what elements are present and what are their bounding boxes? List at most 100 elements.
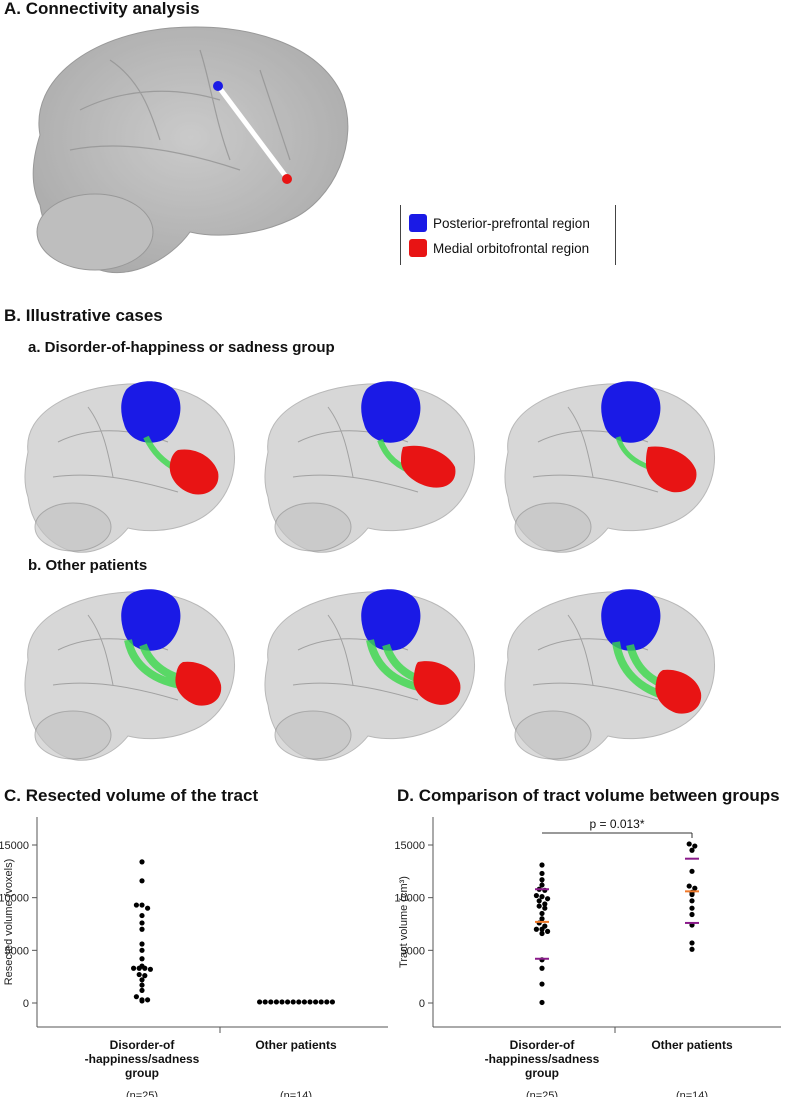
data-point: [136, 965, 142, 971]
data-point: [285, 999, 291, 1005]
data-point: [539, 862, 545, 868]
data-point: [139, 987, 145, 993]
panel-b-title: B. Illustrative cases: [4, 306, 163, 325]
data-point: [539, 910, 545, 917]
data-point: [139, 878, 145, 884]
data-point: [545, 896, 551, 902]
data-point: [139, 956, 145, 962]
data-point: [539, 916, 545, 922]
category-label: group: [525, 1066, 559, 1080]
data-point: [139, 912, 145, 919]
connection-line: [216, 84, 289, 180]
data-point: [686, 883, 692, 889]
data-point: [689, 905, 695, 911]
data-point: [139, 947, 145, 953]
data-point: [139, 941, 145, 947]
data-point: [139, 859, 145, 865]
data-point: [296, 999, 302, 1005]
data-point: [545, 928, 551, 934]
data-point: [145, 997, 151, 1003]
data-point: [133, 994, 139, 1000]
data-point: [139, 926, 145, 932]
brain-large: [32, 26, 349, 274]
brain-connectivity-illustration: [32, 26, 349, 274]
y-tick-label: 10000: [0, 893, 29, 905]
data-point: [539, 894, 545, 900]
y-tick-label: 10000: [395, 893, 425, 905]
data-point: [133, 902, 139, 908]
data-point: [279, 999, 285, 1005]
medial-orbitofrontal-node: [282, 174, 292, 184]
data-point: [268, 999, 274, 1005]
data-point: [307, 999, 313, 1005]
data-point: [539, 930, 545, 937]
y-tick-label: 5000: [401, 945, 425, 957]
illustrative-cases: [24, 381, 716, 761]
y-axis-label: Tract volume (cm³): [398, 876, 410, 968]
data-point: [689, 946, 695, 952]
region-legend: Posterior-prefrontal region Medial orbit…: [400, 205, 616, 265]
red-swatch-icon: [409, 239, 427, 257]
panel-c-title: C. Resected volume of the tract: [4, 786, 259, 805]
case-a2: [264, 381, 476, 553]
data-point: [318, 999, 324, 1005]
data-point: [686, 841, 692, 847]
data-point: [542, 905, 548, 911]
case-b2: [264, 589, 476, 761]
y-tick-label: 15000: [395, 840, 425, 852]
legend-item-medial-orbitofrontal: Medial orbitofrontal region: [409, 238, 589, 258]
data-point: [301, 999, 307, 1005]
data-point: [131, 965, 137, 971]
data-point: [542, 901, 548, 907]
case-b1: [24, 589, 236, 761]
data-point: [273, 999, 279, 1005]
legend-label: Posterior-prefrontal region: [433, 215, 590, 231]
y-tick-label: 15000: [0, 840, 29, 852]
data-point: [689, 898, 695, 904]
panel-d-title: D. Comparison of tract volume between gr…: [397, 786, 780, 805]
data-point: [539, 926, 545, 932]
case-a1: [24, 381, 236, 553]
data-point: [147, 966, 153, 972]
category-n-label: (n=25): [126, 1090, 158, 1097]
group-b-title: b. Other patients: [28, 557, 148, 574]
data-point: [692, 885, 698, 891]
data-point: [142, 973, 148, 979]
data-point: [539, 999, 545, 1006]
category-n-label: (n=14): [280, 1090, 312, 1097]
data-point: [689, 911, 695, 918]
category-n-label: (n=25): [526, 1090, 558, 1097]
data-point: [533, 892, 539, 899]
data-point: [539, 965, 545, 971]
p-value-label: p = 0.013*: [589, 817, 644, 831]
data-point: [689, 868, 695, 874]
data-point: [145, 905, 151, 911]
category-label: Other patients: [255, 1038, 337, 1052]
data-point: [136, 971, 142, 978]
category-label: group: [125, 1066, 159, 1080]
data-point: [536, 903, 542, 909]
data-point: [539, 870, 545, 877]
posterior-prefrontal-node: [213, 81, 223, 91]
category-label: Disorder-of: [110, 1038, 176, 1052]
data-point: [533, 926, 539, 932]
legend-item-posterior-prefrontal: Posterior-prefrontal region: [409, 213, 590, 233]
category-n-label: (n=14): [676, 1090, 708, 1097]
data-point: [536, 898, 542, 904]
data-point: [142, 965, 148, 971]
category-label: Disorder-of: [510, 1038, 576, 1052]
data-point: [257, 999, 263, 1005]
case-a3: [504, 381, 716, 553]
data-point: [539, 882, 545, 888]
data-point: [329, 999, 335, 1005]
data-point: [139, 977, 145, 983]
data-point: [139, 902, 145, 908]
data-point: [139, 982, 145, 988]
y-tick-label: 5000: [5, 945, 29, 957]
category-label: -happiness/sadness: [485, 1052, 600, 1066]
data-point: [324, 999, 330, 1005]
data-point: [313, 999, 319, 1005]
y-tick-label: 0: [23, 998, 29, 1010]
y-axis-label: Resected volume (voxels): [3, 859, 15, 986]
